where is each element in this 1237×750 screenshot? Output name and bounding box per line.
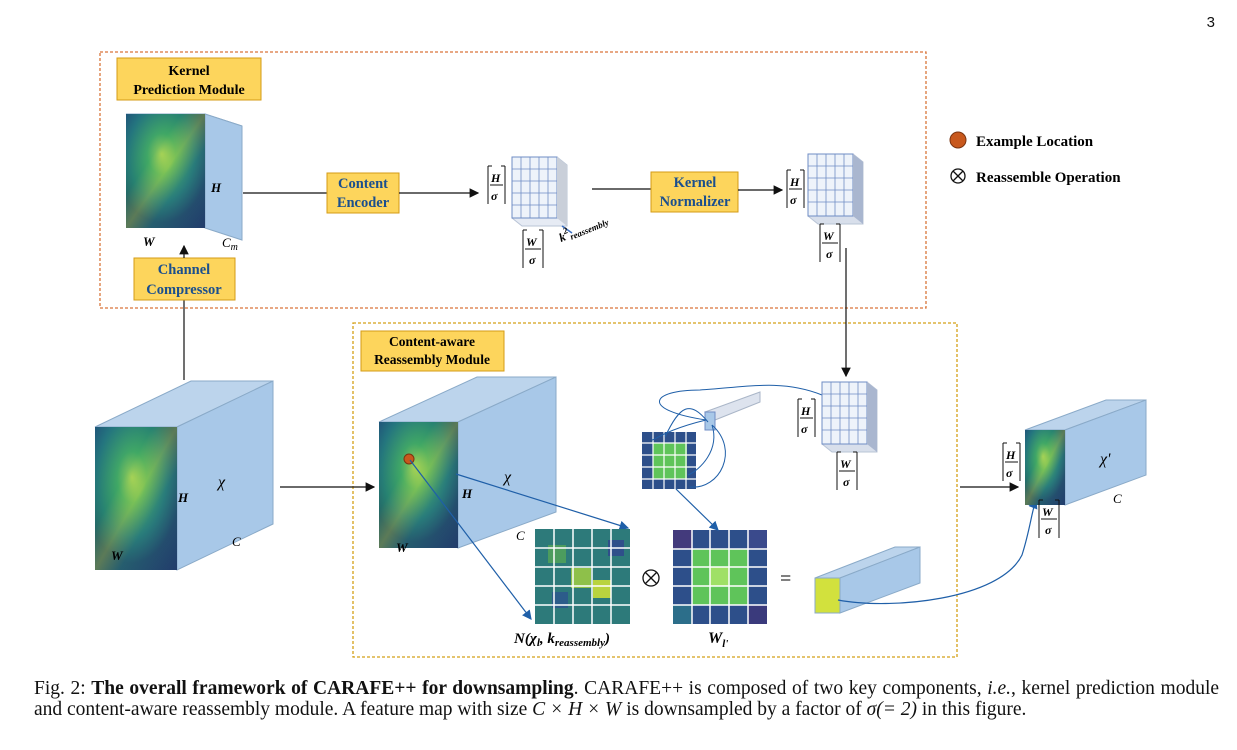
frac-w-sigma-3: W σ <box>836 451 858 490</box>
svg-text:W: W <box>396 540 409 555</box>
svg-text:σ: σ <box>801 422 808 436</box>
svg-text:σ: σ <box>843 475 850 489</box>
frac-h-sigma-2: H σ <box>786 169 805 208</box>
svg-text:σ: σ <box>790 193 797 207</box>
neighborhood-grid <box>535 529 630 624</box>
kernel-map-3 <box>821 381 878 453</box>
caption-prefix: Fig. 2: <box>34 678 86 699</box>
svg-text:W: W <box>823 229 835 243</box>
svg-text:χ: χ <box>502 469 512 486</box>
frac-h-sigma-4: H σ <box>1002 442 1021 481</box>
legend: Example Location Reassemble Operation <box>949 131 1121 186</box>
weights-label: Wl' <box>708 630 728 650</box>
caption-ie: i.e. <box>987 678 1012 699</box>
svg-text:H: H <box>177 490 189 505</box>
figure-caption: Fig. 2: The overall framework of CARAFE+… <box>34 678 1219 720</box>
output-feature-cube: χ' C <box>1024 399 1147 506</box>
svg-text:W: W <box>526 235 538 249</box>
kernel-map-1 <box>511 156 573 234</box>
svg-text:σ: σ <box>1006 466 1013 480</box>
caption-text-4: in this figure. <box>921 699 1027 720</box>
svg-text:W: W <box>143 234 156 249</box>
svg-text:H: H <box>800 404 811 418</box>
output-location-column <box>814 546 921 614</box>
otimes-symbol <box>642 569 660 587</box>
kernel-prediction-module-label-box <box>116 57 262 101</box>
frac-w-sigma-4: W σ <box>1038 499 1060 538</box>
svg-text:C: C <box>1113 491 1122 506</box>
compressed-feature-cube: H W Cm <box>125 113 243 253</box>
selected-kernel-grid <box>642 432 696 489</box>
neighborhood-label: N(χl, kreassembly) <box>513 631 610 649</box>
frac-w-sigma-2: W σ <box>819 223 841 262</box>
svg-text:H: H <box>461 486 473 501</box>
kernel-prediction-module-border <box>99 51 927 309</box>
weight-grid <box>673 530 767 624</box>
caption-math: C × H × W <box>532 699 622 720</box>
svg-text:Reassemble Operation: Reassemble Operation <box>976 170 1121 186</box>
reassembly-module-border <box>352 322 958 658</box>
svg-text:W: W <box>840 457 852 471</box>
svg-text:H: H <box>1005 448 1016 462</box>
channel-compressor-box <box>133 257 236 301</box>
svg-text:χ: χ <box>216 474 226 491</box>
caption-text-1: . CARAFE++ is composed of two key compon… <box>573 678 982 699</box>
svg-text:H: H <box>789 175 800 189</box>
caption-bold-title: The overall framework of CARAFE++ for do… <box>91 678 574 699</box>
svg-text:σ: σ <box>1045 523 1052 537</box>
svg-text:W: W <box>111 548 124 563</box>
svg-text:χ': χ' <box>1098 451 1111 468</box>
svg-text:W: W <box>1042 505 1054 519</box>
page-number: 3 <box>1206 14 1215 31</box>
reassembly-input-cube: H χ W C <box>378 376 557 555</box>
kernel-vector <box>703 391 761 431</box>
svg-text:C: C <box>232 534 241 549</box>
kernel-normalizer-box <box>650 171 739 213</box>
content-encoder-box <box>326 172 400 214</box>
example-location-marker <box>949 131 967 149</box>
input-feature-cube: H χ W C <box>94 380 274 571</box>
caption-sigma: σ(= 2) <box>866 699 918 720</box>
reassembly-module-label-box <box>360 330 505 372</box>
svg-text:σ: σ <box>826 247 833 261</box>
kernel-map-2 <box>807 153 864 225</box>
svg-text:H: H <box>210 180 222 195</box>
svg-text:σ: σ <box>491 189 498 203</box>
svg-text:σ: σ <box>529 253 536 267</box>
equals-symbol: = <box>780 568 791 590</box>
caption-text-2: , kernel prediction module and content-a… <box>34 678 1220 720</box>
frac-h-sigma-1: H σ <box>487 165 506 204</box>
frac-w-sigma-1: W σ <box>522 229 544 268</box>
svg-text:C: C <box>516 528 525 543</box>
svg-text:Example Location: Example Location <box>976 134 1094 150</box>
caption-text-3: is downsampled by a factor of <box>626 699 862 720</box>
frac-h-sigma-3: H σ <box>797 398 816 437</box>
svg-text:H: H <box>490 171 501 185</box>
